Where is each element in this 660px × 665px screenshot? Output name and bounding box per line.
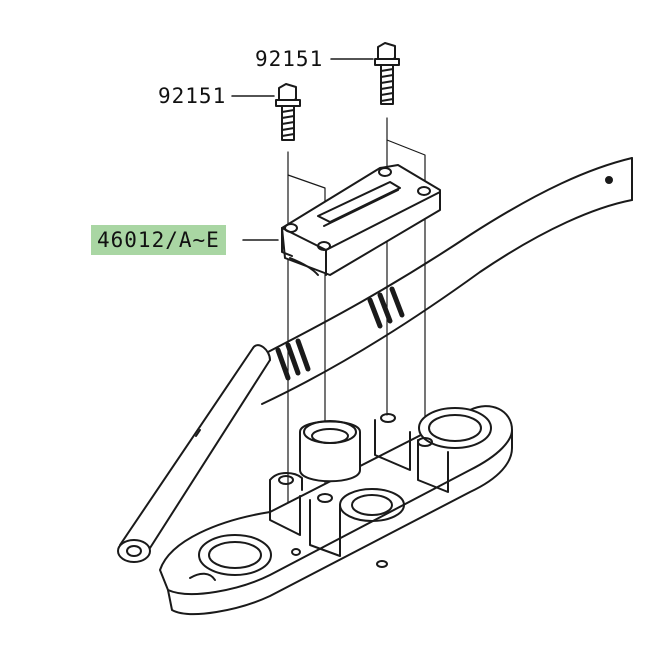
leader-lines	[231, 58, 374, 241]
callout-handlebar-holder: 46012/A~E	[91, 225, 226, 255]
handlebar-holder-drawing	[281, 164, 441, 276]
bolt-right-drawing	[374, 42, 400, 105]
bolt-left-drawing	[275, 83, 301, 141]
callout-bolt-left: 92151	[158, 84, 227, 108]
left-grip-tube	[117, 344, 271, 563]
triple-clamp-drawing	[159, 405, 513, 616]
handlebar	[261, 157, 633, 405]
callout-bolt-right: 92151	[255, 47, 324, 71]
